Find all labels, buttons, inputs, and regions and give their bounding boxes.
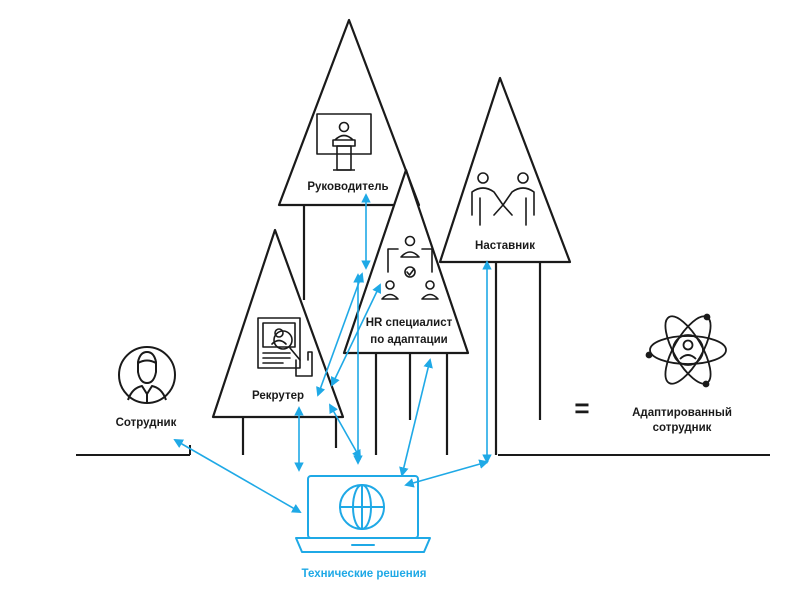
arrow-tech-mentor bbox=[404, 459, 489, 488]
podium-speaker-icon bbox=[316, 113, 372, 171]
adapted-label-line2: сотрудник bbox=[653, 422, 712, 434]
mentor-tree bbox=[438, 76, 572, 455]
person-avatar-icon bbox=[118, 346, 176, 404]
manager-tree bbox=[277, 18, 421, 300]
mentor-label: Наставник bbox=[475, 240, 535, 252]
hr-tree bbox=[342, 168, 470, 455]
atom-person-icon bbox=[645, 313, 727, 388]
recruiter-label: Рекрутер bbox=[252, 390, 304, 402]
ground-line bbox=[76, 445, 770, 456]
recruiter-tree bbox=[211, 228, 345, 455]
equals-sign: = bbox=[574, 393, 589, 423]
arrow-tech-hr bbox=[399, 358, 433, 477]
laptop-globe-icon bbox=[295, 475, 431, 553]
arrow-tech-employee bbox=[173, 439, 302, 513]
adapted-label-line1: Адаптированный bbox=[632, 407, 732, 419]
hr-label-line2: по адаптации bbox=[370, 334, 447, 346]
handshake-icon bbox=[471, 172, 535, 226]
hr-label-line1: HR специалист bbox=[366, 317, 453, 329]
tech-label: Технические решения bbox=[302, 568, 427, 580]
arrow-recruiter-tech bbox=[329, 403, 361, 460]
connection-arrows bbox=[173, 193, 492, 513]
resume-hand-icon bbox=[257, 317, 313, 377]
employee-label: Сотрудник bbox=[116, 417, 177, 429]
team-org-icon bbox=[381, 235, 439, 300]
manager-label: Руководитель bbox=[307, 181, 388, 193]
